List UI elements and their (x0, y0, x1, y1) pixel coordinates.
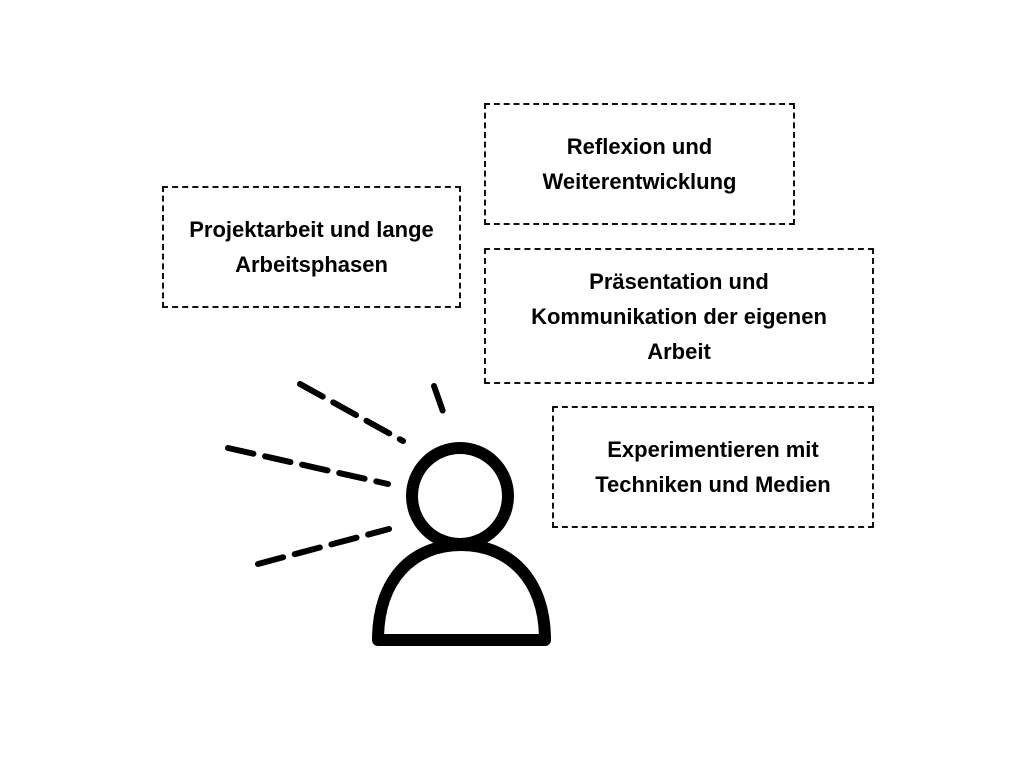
box-experimentieren: Experimentieren mit Techniken und Medien (552, 406, 874, 528)
person-body (372, 539, 551, 646)
box-projektarbeit: Projektarbeit und lange Arbeitsphasen (162, 186, 461, 308)
person-head (406, 442, 514, 550)
box-praesentation: Präsentation und Kommunikation der eigen… (484, 248, 874, 384)
ray-upper-left (297, 381, 406, 444)
ray-lower-left (255, 526, 392, 567)
box-reflexion-label: Reflexion und Weiterentwicklung (542, 134, 737, 194)
ray-left (225, 445, 391, 487)
box-reflexion: Reflexion und Weiterentwicklung (484, 103, 795, 225)
ray-top (431, 383, 449, 423)
person-icon (372, 442, 551, 646)
box-projektarbeit-label: Projektarbeit und lange Arbeitsphasen (189, 217, 434, 277)
idea-rays-icon (225, 381, 449, 567)
box-experimentieren-label: Experimentieren mit Techniken und Medien (595, 437, 831, 497)
box-praesentation-label: Präsentation und Kommunikation der eigen… (531, 268, 827, 364)
